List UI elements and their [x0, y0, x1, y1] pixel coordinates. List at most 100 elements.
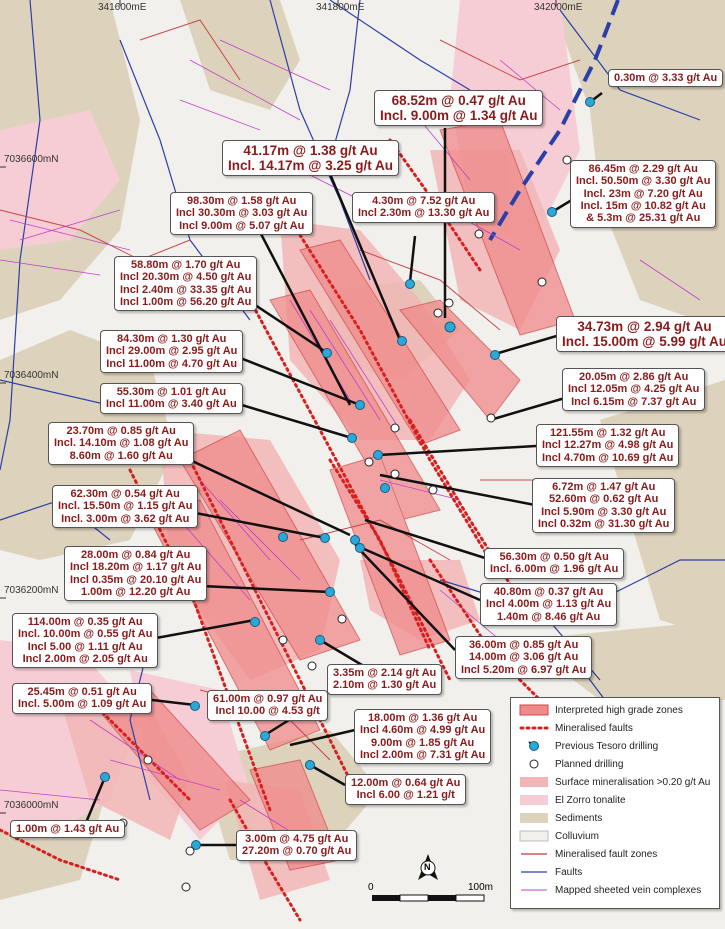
assay-line: 0.30m @ 3.33 g/t Au [614, 72, 718, 84]
assay-line: Incl 0.32m @ 31.30 g/t Au [538, 517, 670, 530]
assay-line: 41.17m @ 1.38 g/t Au [243, 143, 378, 158]
assay-line: 84.30m @ 1.30 g/t Au [117, 333, 227, 345]
assay-line: 3.35m @ 2.14 g/t Au [333, 667, 437, 679]
tonalite-swatch [519, 794, 549, 806]
legend-item: El Zorro tonalite [519, 793, 626, 807]
assay-line: 61.00m @ 0.97 g/t Au [213, 693, 323, 705]
previous-drill-holes [100, 97, 595, 850]
assay-line: Incl 20.30m @ 4.50 g/t Au [120, 271, 252, 284]
assay-line: Incl 2.40m @ 33.35 g/t Au [120, 283, 252, 296]
legend-item: Previous Tesoro drilling [519, 739, 658, 753]
assay-line: Incl 6.15m @ 7.37 g/t Au [571, 395, 697, 408]
legend-item: Sediments [519, 811, 602, 825]
assay-line: 6.72m @ 1.47 g/t Au [552, 481, 656, 493]
easting-label: 341800mE [316, 2, 365, 13]
north-label: N [424, 862, 431, 872]
colluvium-swatch [519, 830, 549, 842]
assay-line: Incl 10.00 @ 4.53 g/t [215, 705, 320, 718]
prev-drill-swatch [519, 740, 549, 752]
legend-item: Mineralised fault zones [519, 847, 657, 861]
assay-line: 1.00m @ 12.20 g/t Au [81, 585, 191, 598]
planned-drill-holes [118, 155, 572, 892]
map-legend: Interpreted high grade zones Mineralised… [510, 697, 720, 909]
assay-line: Incl 1.00m @ 56.20 g/t Au [120, 295, 252, 308]
assay-line: 121.55m @ 1.32 g/t Au [549, 427, 666, 439]
assay-line: Incl 30.30m @ 3.03 g/t Au [176, 207, 308, 220]
assay-line: 3.00m @ 4.75 g/t Au [245, 833, 349, 845]
assay-line: 1.00m @ 1.43 g/t Au [16, 823, 120, 835]
assay-line: & 5.3m @ 25.31 g/t Au [586, 212, 701, 225]
assay-line: Incl 2.30m @ 13.30 g/t Au [358, 207, 490, 220]
assay-line: Incl 4.70m @ 10.69 g/t Au [542, 451, 674, 464]
legend-item: Surface mineralisation >0.20 g/t Au [519, 775, 710, 789]
assay-callout: 0.30m @ 3.33 g/t Au [608, 69, 724, 88]
assay-line: 23.70m @ 0.85 g/t Au [66, 425, 176, 437]
assay-line: 9.00m @ 1.85 g/t Au [371, 736, 475, 749]
assay-line: Incl 2.00m @ 7.31 g/t Au [360, 748, 486, 761]
assay-line: 56.30m @ 0.50 g/t Au [499, 551, 609, 563]
assay-line: Incl. 3.00m @ 3.62 g/t Au [61, 512, 190, 525]
assay-line: Incl. 9.00m @ 1.34 g/t Au [380, 108, 538, 124]
assay-line: 68.52m @ 0.47 g/t Au [391, 93, 526, 108]
assay-line: 28.00m @ 0.84 g/t Au [81, 549, 191, 561]
assay-line: Incl. 5.00m @ 1.09 g/t Au [18, 698, 147, 711]
assay-line: 2.10m @ 1.30 g/t Au [333, 679, 437, 692]
assay-line: 114.00m @ 0.35 g/t Au [27, 616, 143, 628]
assay-line: Incl. 14.10m @ 1.08 g/t Au [54, 437, 189, 450]
assay-line: Incl 12.27m @ 4.98 g/t Au [542, 439, 674, 452]
assay-line: Incl 0.35m @ 20.10 g/t Au [70, 573, 202, 586]
assay-line: 62.30m @ 0.54 g/t Au [70, 488, 180, 500]
assay-line: 40.80m @ 0.37 g/t Au [493, 586, 604, 598]
legend-item: Planned drilling [519, 757, 623, 771]
assay-line: 34.73m @ 2.94 g/t Au [577, 319, 712, 334]
assay-line: Incl. 15.50m @ 1.15 g/t Au [58, 500, 193, 513]
assay-line: Incl. 15m @ 10.82 g/t Au [580, 199, 706, 212]
assay-line: Incl 9.00m @ 5.07 g/t Au [179, 219, 305, 232]
fault-swatch [519, 866, 549, 878]
scale-bar-graphic [372, 854, 485, 902]
assay-line: Incl. 50.50m @ 3.30 g/t Au [576, 175, 711, 188]
legend-item: Mineralised faults [519, 721, 633, 735]
assay-line: Incl 4.60m @ 4.99 g/t Au [360, 724, 486, 737]
min-fault-swatch [519, 722, 549, 734]
north-arrow-icon [418, 854, 438, 880]
assay-line: Incl. 14.17m @ 3.25 g/t Au [228, 158, 393, 174]
assay-line: Incl 2.00m @ 2.05 g/t Au [22, 652, 148, 665]
assay-line: 12.00m @ 0.64 g/t Au [351, 777, 461, 789]
scale-end-label: 100m [468, 882, 494, 893]
assay-line: Incl. 15.00m @ 5.99 g/t Au [562, 334, 725, 350]
assay-line: 4.30m @ 7.52 g/t Au [372, 195, 476, 207]
northing-label: 7036600mN [4, 154, 59, 165]
legend-item: Colluvium [519, 829, 599, 843]
assay-line: 86.45m @ 2.29 g/t Au [588, 163, 698, 175]
assay-line: 36.00m @ 0.85 g/t Au [468, 639, 579, 651]
assay-line: Incl 5.90m @ 3.30 g/t Au [541, 505, 667, 518]
min-fault-zone-swatch [519, 848, 549, 860]
surface-min-swatch [519, 776, 549, 788]
legend-item: Mapped sheeted vein complexes [519, 883, 701, 897]
easting-label: 342000mE [534, 2, 583, 13]
assay-line: 1.40m @ 8.46 g/t Au [497, 610, 601, 623]
northing-label: 7036000mN [4, 800, 59, 811]
assay-callout: 1.00m @ 1.43 g/t Au [10, 820, 126, 839]
scale-start-label: 0 [368, 882, 374, 893]
planned-drill-swatch [519, 758, 549, 770]
assay-line: Incl 12.05m @ 4.25 g/t Au [568, 383, 700, 396]
